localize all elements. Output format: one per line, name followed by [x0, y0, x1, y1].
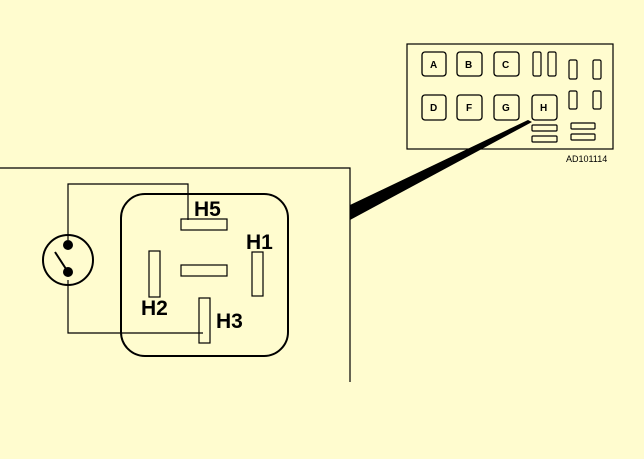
mini-slot	[592, 90, 602, 110]
panel-outline	[0, 167, 351, 382]
mini-slot	[532, 51, 542, 77]
fuse-slot-c: C	[493, 51, 520, 77]
label-h3: H3	[216, 310, 243, 333]
wire-bottom	[67, 280, 203, 334]
svg-text:H: H	[540, 103, 547, 114]
fuse-slot-b: B	[456, 51, 483, 77]
mini-slot	[570, 133, 596, 141]
fuse-slot-f: F	[456, 94, 483, 121]
terminal-center	[180, 264, 228, 277]
svg-text:G: G	[502, 103, 510, 114]
lamp-switch-lever	[54, 251, 69, 273]
terminal-h5	[180, 218, 228, 231]
label-h5: H5	[194, 198, 221, 221]
mini-slot	[547, 51, 557, 77]
svg-text:B: B	[465, 60, 472, 71]
callout-pointer	[350, 120, 532, 220]
wire-top	[67, 183, 189, 240]
terminal-h2	[148, 250, 161, 298]
mini-slot	[531, 135, 558, 143]
terminal-h3	[198, 297, 211, 344]
connector-housing	[120, 193, 289, 357]
fuse-slot-a: A	[421, 51, 447, 77]
svg-text:F: F	[466, 103, 472, 114]
fuse-slot-h: H	[531, 94, 558, 121]
mini-slot	[568, 59, 578, 80]
label-h1: H1	[246, 231, 273, 254]
label-h2: H2	[141, 297, 168, 320]
fuse-slot-d: D	[421, 94, 447, 121]
terminal-h1	[251, 251, 264, 297]
svg-text:D: D	[430, 103, 437, 114]
svg-text:A: A	[430, 60, 437, 71]
mini-slot	[531, 124, 558, 132]
svg-text:C: C	[502, 60, 509, 71]
mini-slot	[568, 90, 578, 110]
lamp-contact-top	[63, 240, 73, 250]
figure-code: AD101114	[566, 154, 607, 164]
mini-slot	[592, 59, 602, 80]
mini-slot	[570, 122, 596, 130]
test-lamp-icon	[42, 234, 94, 286]
fuse-box-inset	[406, 43, 614, 150]
fuse-slot-g: G	[493, 94, 520, 121]
